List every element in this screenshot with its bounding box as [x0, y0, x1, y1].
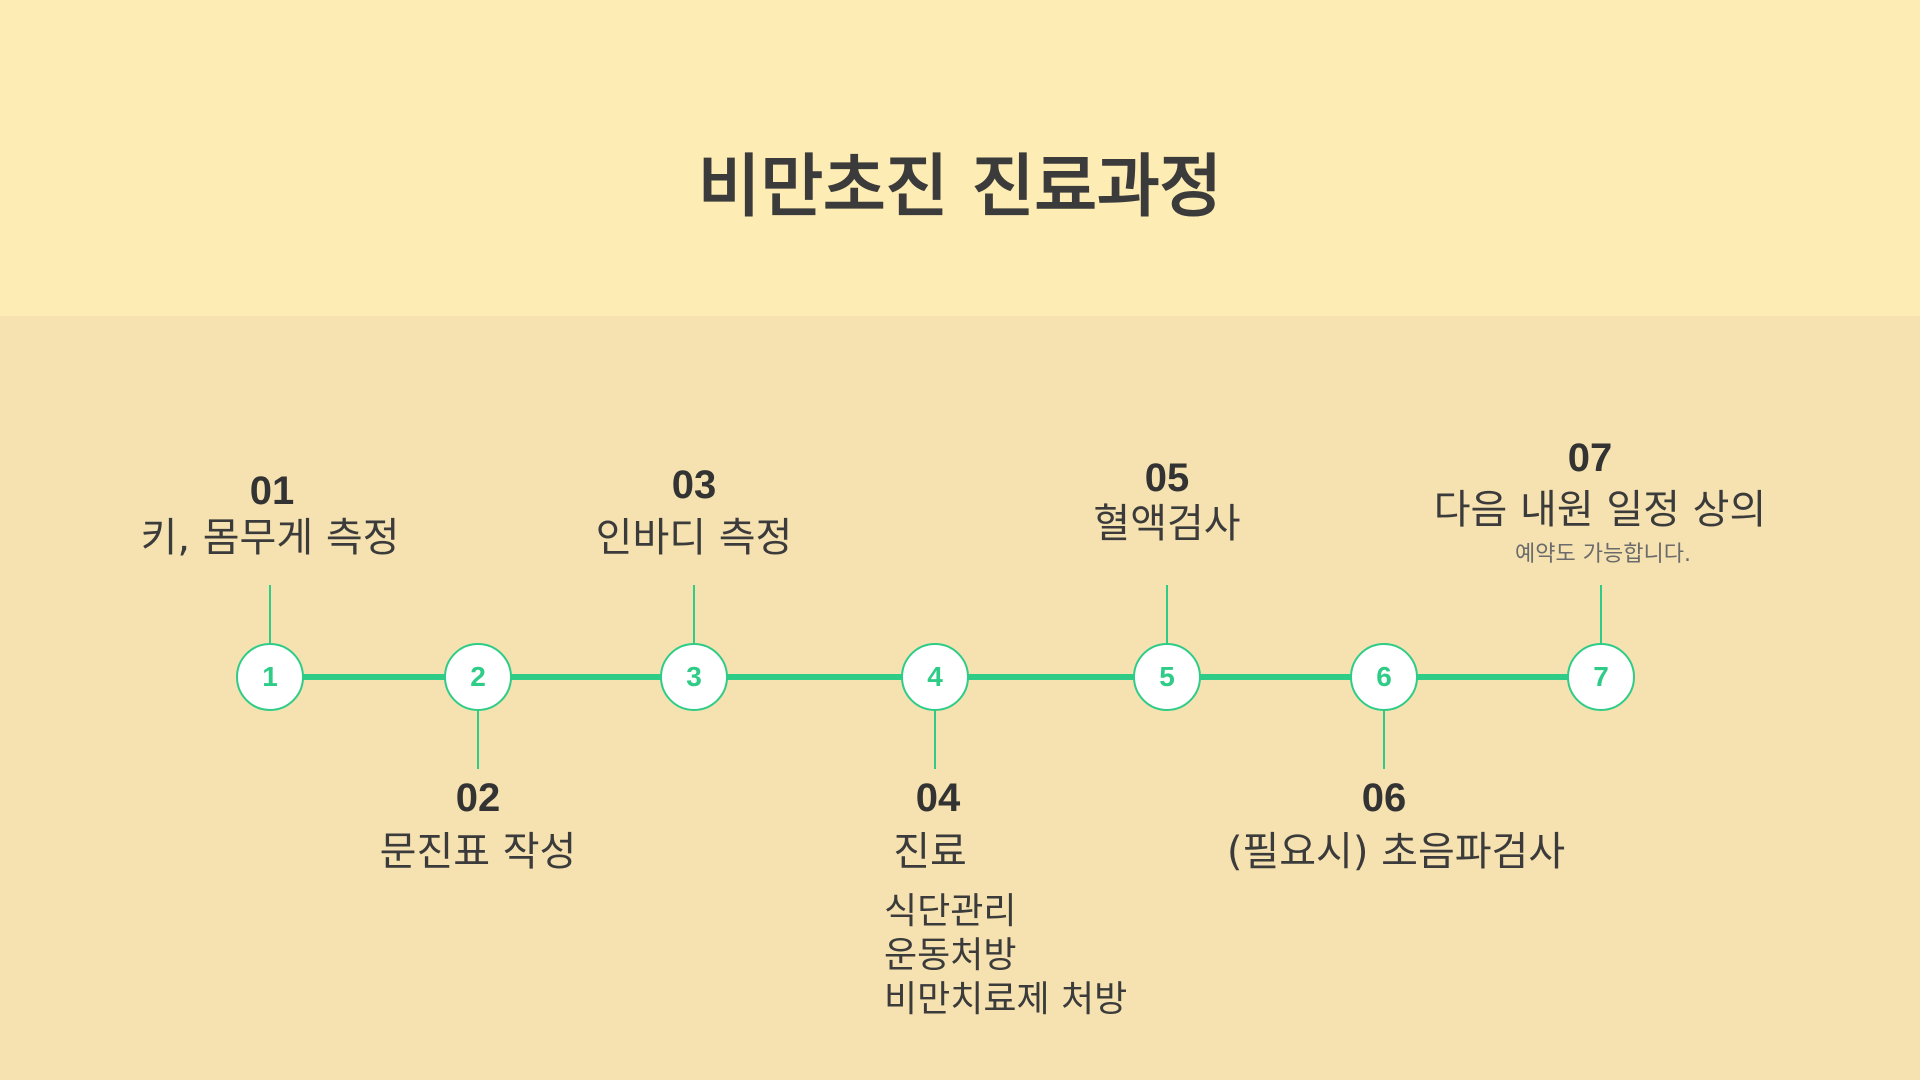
- step-1-number: 01: [249, 469, 295, 513]
- connector-1: [269, 585, 271, 645]
- step-7-number: 07: [1567, 436, 1613, 480]
- step-4-details: 식단관리 운동처방 비만치료제 처방: [884, 890, 1127, 1022]
- step-node-6: 6: [1350, 643, 1418, 711]
- step-4-detail-medication: 비만치료제 처방: [884, 979, 1128, 1020]
- step-node-7: 7: [1567, 643, 1635, 711]
- step-1-label: 키, 몸무게 측정: [140, 515, 400, 561]
- step-7-note: 예약도 가능합니다.: [1515, 542, 1691, 567]
- step-2-number: 02: [455, 776, 501, 820]
- step-6-number: 06: [1361, 776, 1407, 820]
- connector-7: [1600, 585, 1602, 645]
- step-3-number: 03: [671, 463, 717, 507]
- page-title: 비만초진 진료과정: [697, 148, 1223, 227]
- step-node-6-number: 6: [1376, 661, 1392, 692]
- connector-5: [1166, 585, 1168, 645]
- step-3-label: 인바디 측정: [595, 515, 793, 561]
- step-node-1: 1: [236, 643, 304, 711]
- step-node-4-number: 4: [927, 661, 943, 692]
- step-4-number: 04: [915, 776, 961, 820]
- connector-3: [693, 585, 695, 645]
- connector-6: [1383, 709, 1385, 769]
- step-7-label: 다음 내원 일정 상의: [1433, 487, 1767, 533]
- step-node-3: 3: [660, 643, 728, 711]
- step-node-1-number: 1: [262, 661, 278, 692]
- step-4-detail-exercise: 운동처방: [884, 935, 1017, 976]
- step-node-5-number: 5: [1159, 661, 1175, 692]
- connector-2: [477, 709, 479, 769]
- step-node-3-number: 3: [686, 661, 702, 692]
- step-5-number: 05: [1144, 456, 1190, 500]
- step-node-2-number: 2: [470, 661, 486, 692]
- step-4-detail-diet: 식단관리: [884, 891, 1017, 932]
- step-node-7-number: 7: [1593, 661, 1609, 692]
- step-node-2: 2: [444, 643, 512, 711]
- step-5-label: 혈액검사: [1093, 501, 1241, 547]
- step-node-5: 5: [1133, 643, 1201, 711]
- step-2-label: 문진표 작성: [379, 829, 577, 875]
- step-4-label: 진료: [893, 829, 967, 875]
- step-6-label: (필요시) 초음파검사: [1226, 829, 1566, 875]
- connector-4: [934, 709, 936, 769]
- header-band: [0, 0, 1920, 316]
- step-node-4: 4: [901, 643, 969, 711]
